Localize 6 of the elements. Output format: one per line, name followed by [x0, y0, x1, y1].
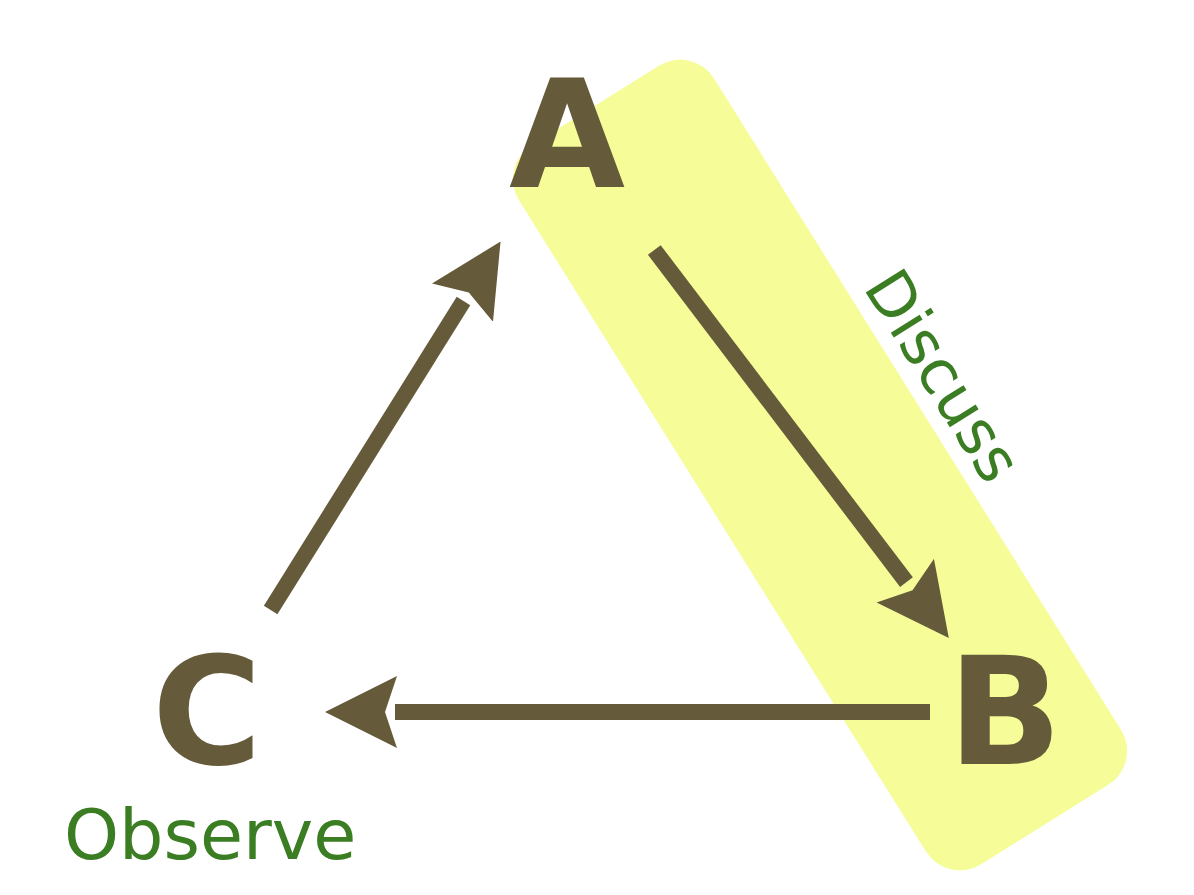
- arrow: [325, 676, 930, 748]
- arrow: [647, 245, 949, 638]
- node-label: B: [946, 637, 1064, 787]
- arrow: [263, 241, 501, 615]
- caption-label: Observe: [64, 800, 357, 870]
- node-label: C: [150, 637, 264, 787]
